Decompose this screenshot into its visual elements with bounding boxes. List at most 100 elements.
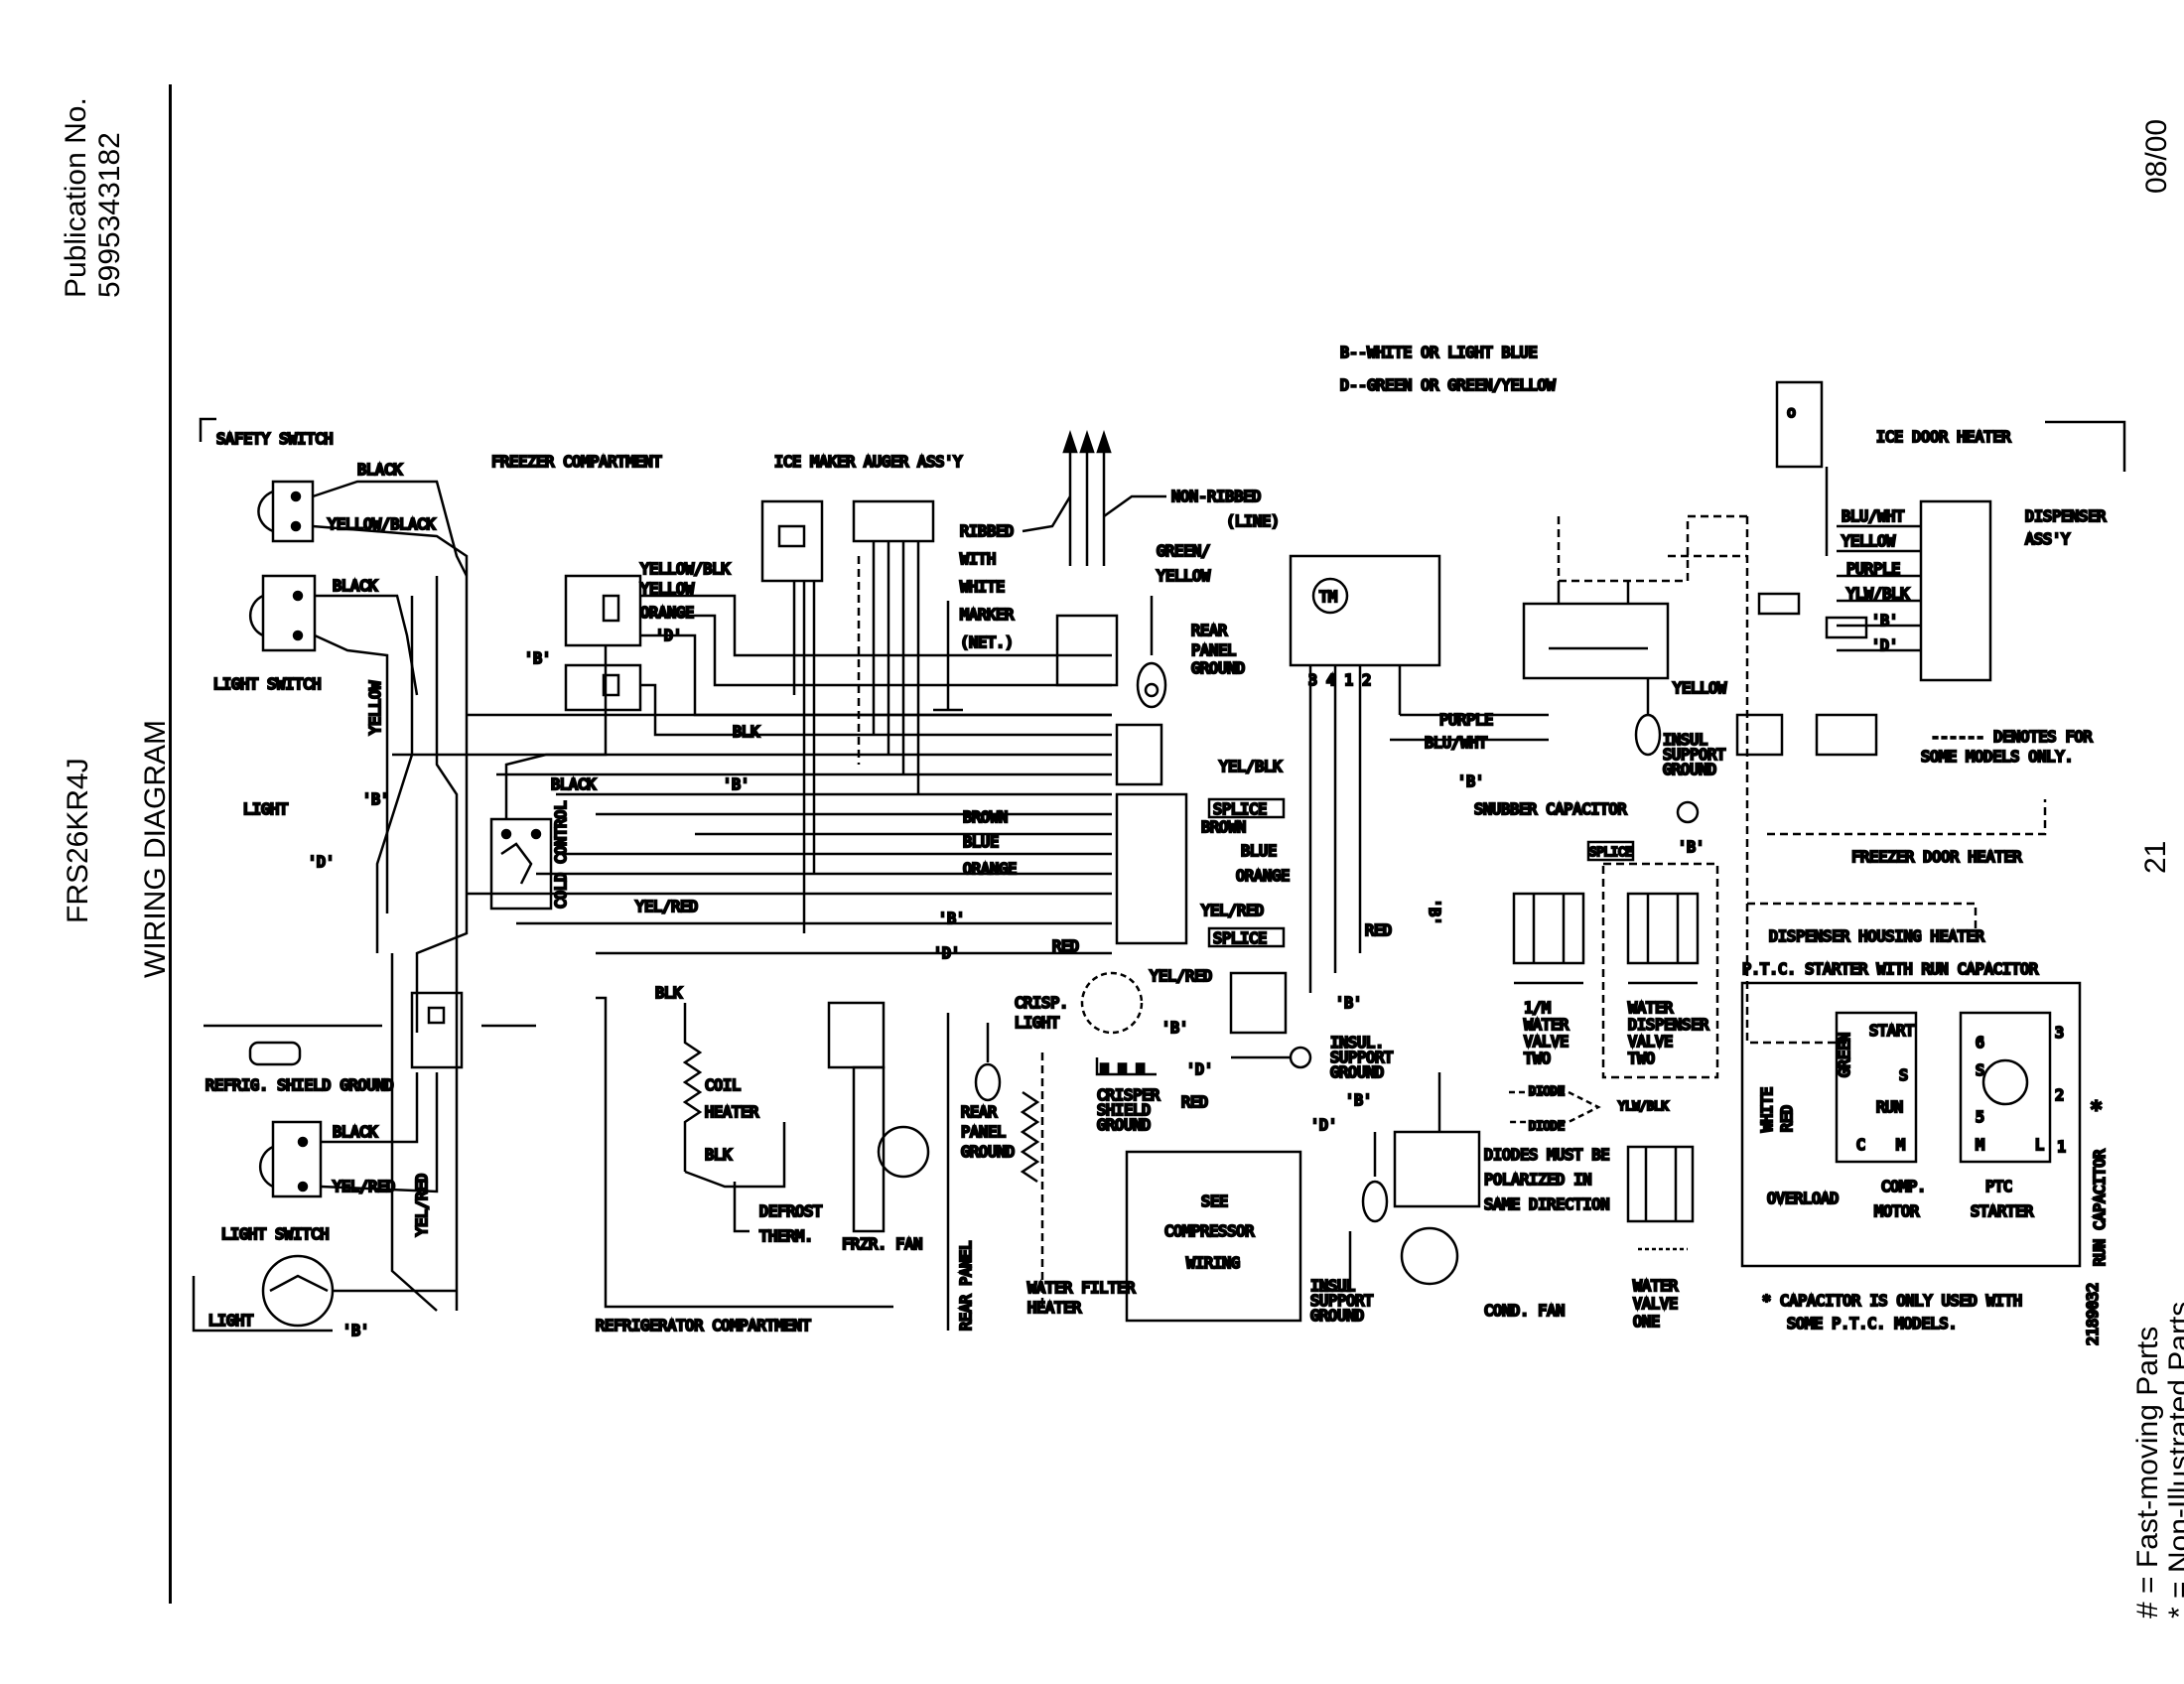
white-label: WHITE (1758, 1087, 1776, 1132)
wire-label-blu-wht-2: BLU/WHT (1842, 507, 1904, 525)
wire-label-blu-wht: BLU/WHT (1425, 734, 1487, 752)
terminal-connector-2 (1115, 792, 1188, 945)
wire-code-d-3: 'D' (933, 944, 960, 962)
wire-bus-2 (435, 576, 459, 1311)
s-label: S (1899, 1066, 1908, 1084)
wire-code-b-3: 'B' (524, 649, 551, 667)
power-cord (1062, 430, 1112, 566)
splice-label-3: SPLICE (1589, 845, 1632, 859)
green-label: GREEN (1836, 1033, 1853, 1077)
insul-support-ground-label-2: SUPPORT (1330, 1049, 1393, 1066)
m-label: M (1896, 1136, 1905, 1154)
ptc-s: S (1976, 1061, 1984, 1079)
water-valve-one (1626, 1145, 1695, 1251)
run-label: RUN (1876, 1098, 1903, 1116)
diode-wires (1509, 1090, 1601, 1124)
splice-label-1: SPLICE (1213, 800, 1267, 818)
water-valve-two-label-3: VALVE (1524, 1033, 1569, 1051)
defrost-therm-label-2: THERM. (759, 1227, 813, 1245)
splice-1 (1207, 797, 1286, 819)
coil-heater (682, 1003, 703, 1172)
timer-motor (1311, 577, 1349, 615)
freezer-fan-housing (852, 1065, 886, 1233)
rear-panel-ground-label-top-3: GROUND (1191, 659, 1245, 677)
rear-panel-ground-mid (974, 1023, 1002, 1102)
wire-label-yellow-3: YELLOW (1842, 532, 1896, 550)
dashed-harness (1557, 514, 2047, 1045)
wire-light-switch-2-black (321, 1072, 419, 1144)
green-yellow-label-1: GREEN/ (1157, 542, 1210, 560)
splice-3 (1586, 840, 1635, 862)
wire-code-b-8: 'B' (1426, 899, 1443, 925)
wire-coil-heater (684, 1122, 786, 1189)
water-valve-one-label-3: ONE (1633, 1313, 1660, 1331)
wire-label-yel-red-vert: YEL/RED (413, 1174, 431, 1236)
wire-code-d-5: 'D' (1310, 1116, 1337, 1134)
ptc-thermistor (1981, 1058, 2029, 1106)
auger-label: AUGER ASS'Y (864, 453, 962, 471)
wire-label-blue-2: BLUE (1241, 842, 1277, 860)
cond-fan-blade (1400, 1226, 1459, 1286)
coil-heater-label-1: COIL (705, 1076, 741, 1094)
connector-left (410, 991, 464, 1069)
insul-ground-right-label-3: GROUND (1663, 761, 1716, 778)
splice-5 (1825, 616, 1868, 639)
ptc-starter-label-1: PTC (1985, 1178, 2012, 1195)
compressor-box (1125, 1150, 1302, 1323)
diodes-note-3: SAME DIRECTION (1484, 1195, 1609, 1213)
water-dispenser-valve-label-1: WATER (1628, 999, 1674, 1017)
diode-label-2: DIODE (1529, 1119, 1565, 1133)
ice-maker-box (760, 499, 824, 583)
color-key-d: D--GREEN OR GREEN/YELLOW (1340, 376, 1557, 394)
freezer-connector-2 (564, 663, 642, 712)
ice-maker-label: ICE MAKER (774, 453, 856, 471)
insul-ground-right (1634, 678, 1662, 757)
ice-door-heater-bracket (2045, 420, 2126, 472)
snubber-label: SNUBBER CAPACITOR (1474, 800, 1627, 818)
water-valve-one-label-2: VALVE (1633, 1295, 1678, 1313)
insul-ground-right-label-1: INSUL (1663, 731, 1707, 749)
ptc-m: M (1976, 1136, 1984, 1154)
defrost-therm-label-1: DEFROST (759, 1202, 822, 1220)
wire-label-brown-2: BROWN (1201, 818, 1246, 836)
wire-label-brown: BROWN (963, 808, 1008, 826)
cond-fan-label: COND. FAN (1484, 1302, 1565, 1320)
wire-label-orange-2: ORANGE (963, 860, 1017, 878)
wire-label-yel-red-3: YEL/RED (1201, 902, 1264, 919)
crisper-shield-ground-label-1: CRISPER (1097, 1086, 1160, 1104)
wire-code-d-6: 'D' (1871, 636, 1898, 654)
denotes-note-1: ------ DENOTES FOR (1931, 728, 2094, 746)
wire-label-purple: PURPLE (1439, 711, 1493, 729)
wire-label-blk-1: BLK (733, 723, 759, 741)
rear-panel-ground-label-mid-1: REAR (961, 1103, 998, 1121)
freezer-fan-blade (877, 1125, 930, 1179)
wire-code-b-9: 'B' (1161, 1019, 1188, 1037)
dispenser-assy-label-2: ASS'Y (2025, 530, 2070, 548)
insul-ground-bottom-label-2: SUPPORT (1310, 1292, 1373, 1310)
compressor-label-1: SEE (1201, 1193, 1228, 1210)
safety-switch (257, 480, 315, 543)
rear-panel-ground-label-mid-2: PANEL (961, 1123, 1006, 1141)
light-label-bottom: LIGHT (208, 1312, 253, 1330)
insul-support-ground-bottom (1320, 1132, 1389, 1293)
wire-label-yel-red: YEL/RED (333, 1178, 395, 1195)
crisper-ground-bracket (1095, 1057, 1157, 1076)
ptc-terminal-3: 3 (2055, 1024, 2064, 1042)
dispenser-assy-label-1: DISPENSER (2025, 507, 2107, 525)
crisper-shield-ground-label-2: SHIELD (1097, 1101, 1151, 1119)
run-capacitor-label: RUN CAPACITOR (2091, 1149, 2109, 1266)
compressor-label-3: WIRING (1186, 1254, 1240, 1272)
ice-door-heater-dots: o (1787, 403, 1796, 421)
ptc-starter-box (1959, 1011, 2052, 1164)
color-key-b: B--WHITE OR LIGHT BLUE (1340, 344, 1538, 361)
wire-label-blk-3: BLK (705, 1146, 732, 1164)
dispenser-wires (1837, 524, 1921, 652)
rear-panel-ground-label-top-2: PANEL (1191, 641, 1236, 659)
comp-motor-label-1: COMP. (1881, 1178, 1926, 1195)
ptc-terminal-5: 5 (1976, 1108, 1984, 1126)
insul-support-ground-label-3: GROUND (1330, 1063, 1384, 1081)
timer-box (1289, 554, 1441, 667)
light-switch-top (248, 574, 317, 652)
wire-label-blu-ylv: YLW/BLK (1618, 1099, 1669, 1113)
